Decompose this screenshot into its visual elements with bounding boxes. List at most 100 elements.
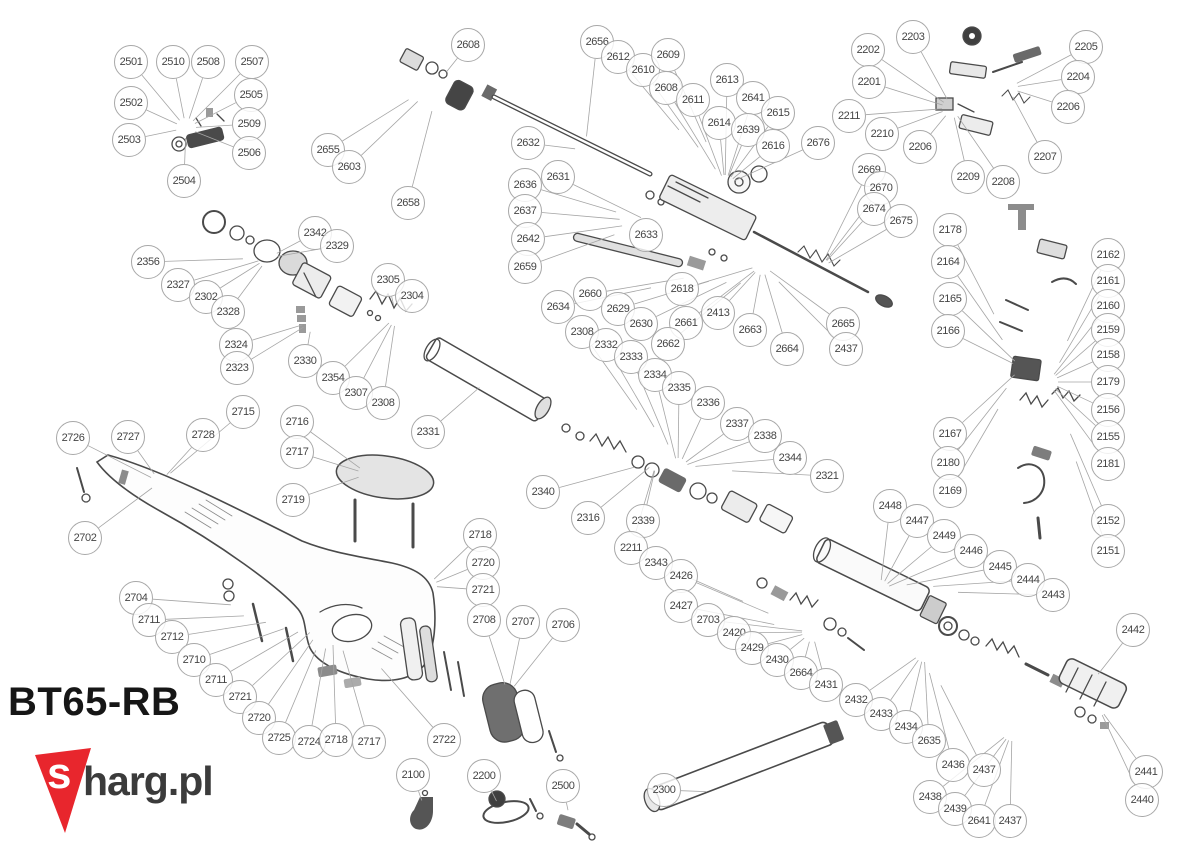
part-callout-2725: 2725 bbox=[262, 721, 296, 755]
leader-line-2209 bbox=[953, 117, 965, 161]
part-callout-2316: 2316 bbox=[571, 501, 605, 535]
leader-line-2447 bbox=[884, 535, 910, 582]
leader-line-2727 bbox=[137, 450, 155, 475]
leader-line-2445 bbox=[906, 569, 984, 586]
leader-line-2675 bbox=[828, 229, 887, 264]
part-callout-2443: 2443 bbox=[1036, 578, 1070, 612]
leader-line-2708 bbox=[488, 636, 506, 685]
part-callout-2659: 2659 bbox=[508, 250, 542, 284]
part-callout-2633: 2633 bbox=[629, 218, 663, 252]
leader-line-2164 bbox=[957, 275, 1003, 341]
part-callout-2716: 2716 bbox=[280, 405, 314, 439]
leader-line-2169 bbox=[958, 408, 999, 477]
logo-triangle-icon: s bbox=[35, 748, 91, 833]
leader-line-2448 bbox=[880, 522, 889, 581]
part-callout-2603: 2603 bbox=[332, 150, 366, 184]
part-callout-2447: 2447 bbox=[900, 504, 934, 538]
leader-line-2434 bbox=[909, 661, 923, 711]
part-callout-2508: 2508 bbox=[191, 45, 225, 79]
leader-line-2100 bbox=[418, 790, 423, 801]
leader-line-2632 bbox=[544, 144, 576, 150]
leader-line-2618 bbox=[698, 267, 753, 285]
part-callout-2608: 2608 bbox=[451, 28, 485, 62]
leader-line-2655 bbox=[342, 99, 409, 142]
part-callout-2720: 2720 bbox=[242, 701, 276, 735]
leader-line-2203 bbox=[920, 51, 948, 100]
leader-line-2510 bbox=[175, 78, 185, 119]
leader-line-2328 bbox=[237, 265, 263, 299]
leader-line-2324 bbox=[252, 324, 303, 341]
leader-line-2356 bbox=[164, 258, 243, 262]
leader-line-2331 bbox=[440, 387, 480, 422]
part-callout-2200: 2200 bbox=[467, 759, 501, 793]
part-callout-2501: 2501 bbox=[114, 45, 148, 79]
part-callout-2658: 2658 bbox=[391, 186, 425, 220]
leader-line-2635 bbox=[924, 661, 929, 725]
part-callout-2445: 2445 bbox=[983, 550, 1017, 584]
leader-line-2616 bbox=[732, 156, 761, 180]
part-callout-2206: 2206 bbox=[1051, 90, 1085, 124]
leader-line-2207 bbox=[1012, 96, 1038, 143]
part-callout-2437: 2437 bbox=[829, 332, 863, 366]
leader-line-2721 bbox=[252, 632, 311, 686]
part-callout-2203: 2203 bbox=[896, 20, 930, 54]
leader-line-2508 bbox=[188, 77, 203, 119]
part-callout-2431: 2431 bbox=[809, 668, 843, 702]
part-callout-2164: 2164 bbox=[931, 245, 965, 279]
leader-line-2501 bbox=[141, 74, 180, 121]
part-callout-2728: 2728 bbox=[186, 418, 220, 452]
part-callout-2426: 2426 bbox=[664, 559, 698, 593]
part-callout-2629: 2629 bbox=[601, 292, 635, 326]
part-callout-2707: 2707 bbox=[506, 605, 540, 639]
leader-line-2507 bbox=[192, 73, 241, 122]
leader-line-2720 bbox=[436, 569, 468, 583]
leader-line-2155 bbox=[1055, 388, 1096, 426]
part-callout-2660: 2660 bbox=[573, 277, 607, 311]
leader-line-2300 bbox=[680, 790, 707, 792]
part-callout-2446: 2446 bbox=[954, 534, 988, 568]
leader-line-2429 bbox=[768, 634, 803, 644]
part-callout-2151: 2151 bbox=[1091, 534, 1125, 568]
part-callout-2436: 2436 bbox=[936, 748, 970, 782]
part-callout-2206: 2206 bbox=[903, 130, 937, 164]
leader-line-2608 bbox=[674, 102, 716, 170]
leader-line-2720 bbox=[268, 639, 314, 705]
model-title: BT65-RB bbox=[8, 680, 181, 724]
part-callout-2506: 2506 bbox=[232, 136, 266, 170]
leader-line-2152 bbox=[1070, 433, 1102, 506]
leader-line-2704 bbox=[152, 598, 231, 606]
part-callout-2609: 2609 bbox=[651, 38, 685, 72]
leader-line-2323 bbox=[251, 326, 304, 360]
leader-line-2337 bbox=[685, 433, 724, 463]
leader-line-2204 bbox=[1017, 79, 1062, 87]
part-callout-2333: 2333 bbox=[614, 340, 648, 374]
part-callout-2509: 2509 bbox=[232, 107, 266, 141]
part-callout-2635: 2635 bbox=[912, 724, 946, 758]
leader-line-2658 bbox=[411, 110, 433, 187]
leader-line-2719 bbox=[308, 476, 359, 495]
part-callout-2717: 2717 bbox=[280, 435, 314, 469]
part-callout-2100: 2100 bbox=[396, 758, 430, 792]
leader-line-2716 bbox=[310, 431, 361, 469]
logo-accent-letter: s bbox=[47, 749, 71, 798]
part-callout-2167: 2167 bbox=[933, 417, 967, 451]
part-callout-2608: 2608 bbox=[649, 71, 683, 105]
part-callout-2202: 2202 bbox=[851, 33, 885, 67]
part-callout-2708: 2708 bbox=[467, 603, 501, 637]
part-callout-2336: 2336 bbox=[691, 386, 725, 420]
leader-line-2710 bbox=[209, 628, 284, 655]
part-callout-2722: 2722 bbox=[427, 723, 461, 757]
part-callout-2209: 2209 bbox=[951, 160, 985, 194]
leader-line-2707 bbox=[509, 638, 520, 685]
part-callout-2300: 2300 bbox=[647, 773, 681, 807]
leader-line-2202 bbox=[881, 59, 945, 103]
part-callout-2715: 2715 bbox=[226, 395, 260, 429]
leader-line-2509 bbox=[195, 124, 233, 128]
leader-line-2726 bbox=[88, 445, 152, 478]
leader-line-2354 bbox=[344, 322, 390, 367]
part-callout-2664: 2664 bbox=[770, 332, 804, 366]
part-callout-2662: 2662 bbox=[651, 327, 685, 361]
part-callout-2331: 2331 bbox=[411, 415, 445, 449]
part-callout-2204: 2204 bbox=[1061, 60, 1095, 94]
part-callout-2152: 2152 bbox=[1091, 504, 1125, 538]
